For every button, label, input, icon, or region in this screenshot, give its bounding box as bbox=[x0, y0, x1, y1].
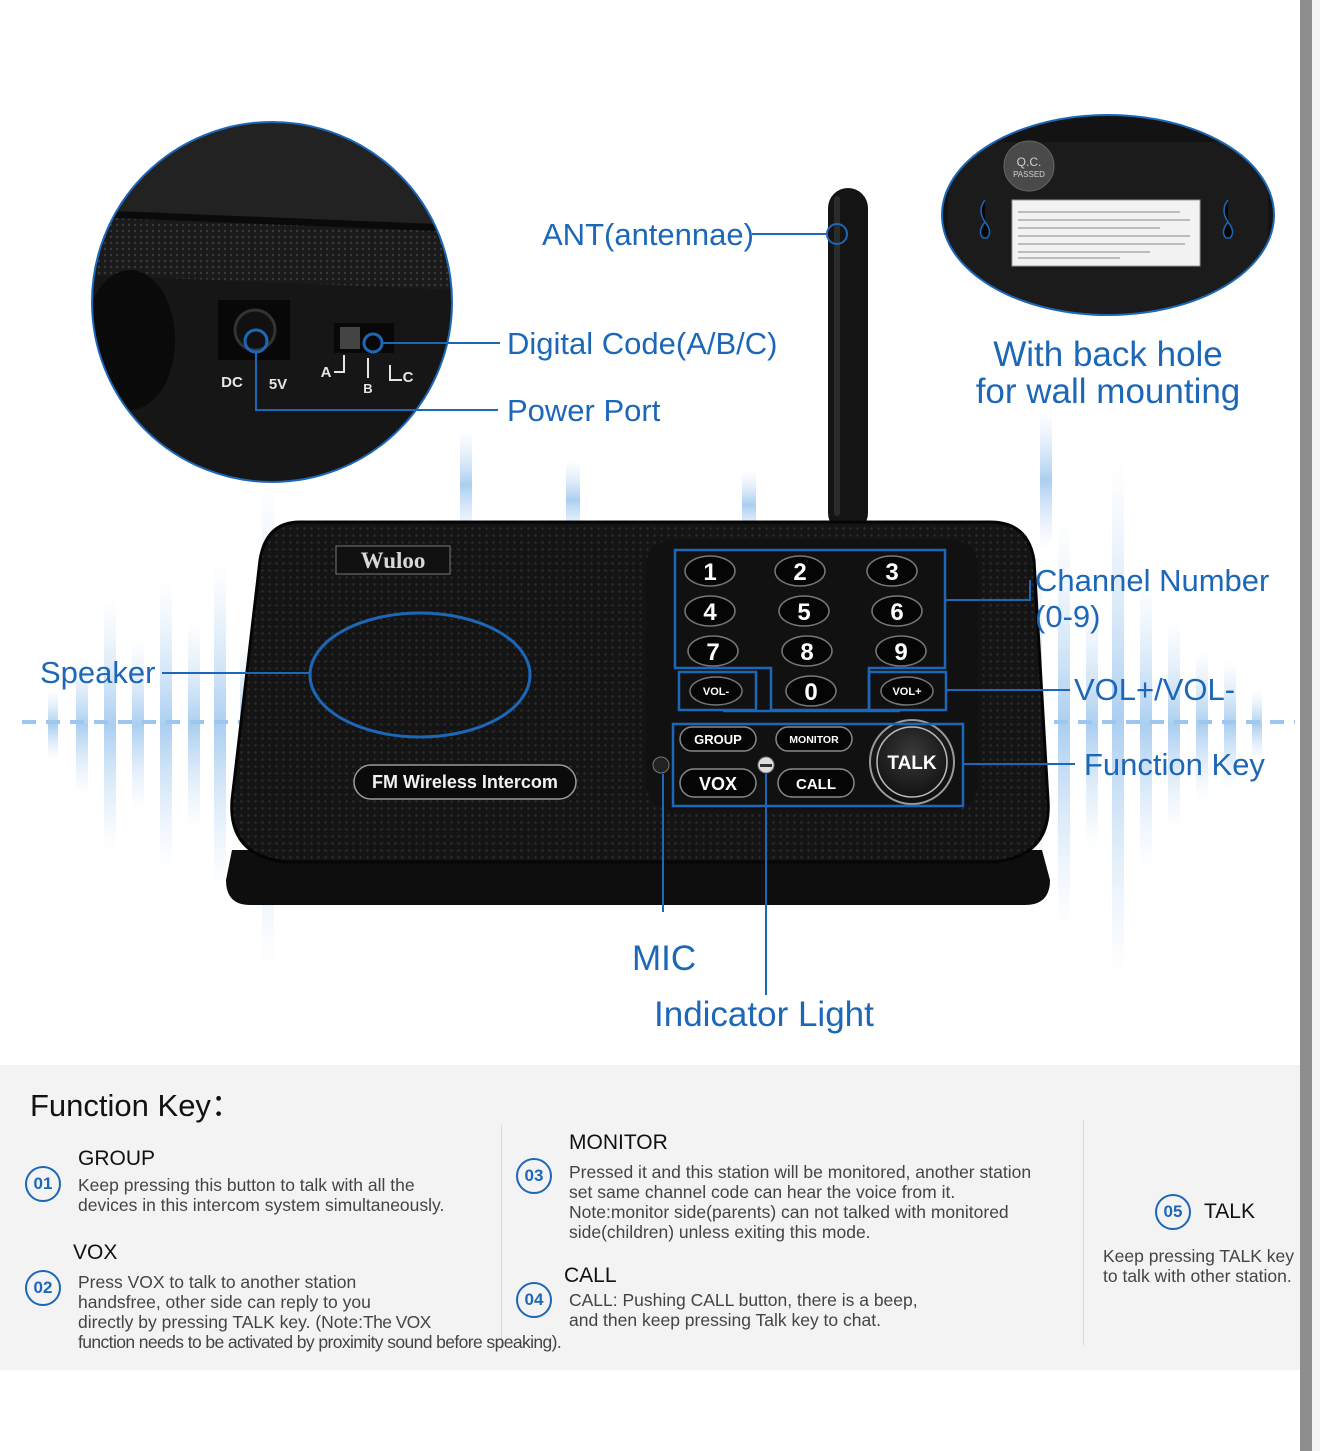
call-button[interactable]: CALL bbox=[777, 768, 855, 798]
vol-callout: VOL+/VOL- bbox=[1074, 672, 1236, 707]
svg-text:B: B bbox=[363, 381, 372, 396]
fm-badge-label: FM Wireless Intercom bbox=[372, 772, 558, 792]
svg-text:DC: DC bbox=[221, 374, 243, 391]
svg-text:4: 4 bbox=[703, 599, 717, 626]
svg-text:2: 2 bbox=[793, 559, 806, 586]
svg-text:7: 7 bbox=[706, 639, 719, 666]
monitor-title: MONITOR bbox=[569, 1131, 668, 1154]
svg-text:5V: 5V bbox=[269, 376, 287, 393]
item-number-badge: 05 bbox=[1155, 1194, 1191, 1230]
mic-hole bbox=[652, 756, 670, 774]
talk-title: TALK bbox=[1204, 1200, 1255, 1223]
port-closeup: DC 5V A B C bbox=[92, 122, 452, 482]
key-5[interactable]: 5 bbox=[778, 595, 830, 627]
svg-text:VOL+: VOL+ bbox=[892, 686, 921, 698]
svg-text:MONITOR: MONITOR bbox=[789, 734, 839, 746]
svg-text:VOL-: VOL- bbox=[703, 686, 730, 698]
group-title: GROUP bbox=[78, 1147, 156, 1170]
vox-title: VOX bbox=[73, 1241, 118, 1264]
group-button[interactable]: GROUP bbox=[679, 726, 757, 752]
talk-description: Keep pressing TALK key to talk with othe… bbox=[1103, 1246, 1294, 1286]
svg-text:CALL: CALL bbox=[796, 776, 836, 793]
mic-callout: MIC bbox=[632, 939, 697, 978]
item-number-badge: 04 bbox=[516, 1282, 552, 1318]
monitor-button[interactable]: MONITOR bbox=[775, 726, 853, 752]
svg-text:5: 5 bbox=[797, 599, 810, 626]
svg-text:PASSED: PASSED bbox=[1013, 170, 1045, 179]
group-description: Keep pressing this button to talk with a… bbox=[78, 1175, 445, 1215]
svg-text:TALK: TALK bbox=[887, 753, 937, 774]
vol-plus-button[interactable]: VOL+ bbox=[880, 676, 934, 706]
svg-text:GROUP: GROUP bbox=[694, 732, 742, 747]
svg-text:C: C bbox=[403, 369, 414, 386]
vox-description: Press VOX to talk to another station han… bbox=[78, 1272, 562, 1352]
key-1[interactable]: 1 bbox=[684, 555, 736, 587]
back-mounting-view: Q.C. PASSED bbox=[942, 115, 1274, 315]
function-key-heading: Function Key： bbox=[30, 1088, 242, 1123]
svg-text:9: 9 bbox=[894, 639, 907, 666]
intercom-body bbox=[226, 520, 1050, 905]
svg-text:6: 6 bbox=[890, 599, 903, 626]
key-0[interactable]: 0 bbox=[785, 675, 837, 707]
function-keys: GROUP MONITOR VOX CALL TALK bbox=[652, 719, 955, 805]
brand-logo: Wuloo bbox=[361, 548, 426, 573]
power-port-callout: Power Port bbox=[507, 393, 661, 428]
call-title: CALL bbox=[564, 1264, 617, 1287]
number-keypad: 1 2 3 4 5 6 7 8 9 0 VOL- VOL+ bbox=[684, 555, 934, 707]
antenna-callout: ANT(antennae) bbox=[542, 217, 754, 252]
channel-range-callout: (0-9) bbox=[1035, 599, 1101, 634]
antenna bbox=[828, 188, 868, 533]
item-number-badge: 01 bbox=[25, 1166, 61, 1202]
key-4[interactable]: 4 bbox=[684, 595, 736, 627]
item-number-badge: 03 bbox=[516, 1158, 552, 1194]
monitor-description: Pressed it and this station will be moni… bbox=[569, 1162, 1032, 1242]
callout-lines bbox=[162, 223, 1075, 995]
speaker-outline bbox=[308, 611, 532, 739]
fm-badge: FM Wireless Intercom bbox=[353, 764, 577, 800]
key-7[interactable]: 7 bbox=[687, 635, 739, 667]
channel-number-callout: Channel Number bbox=[1035, 563, 1270, 598]
key-6[interactable]: 6 bbox=[871, 595, 923, 627]
key-8[interactable]: 8 bbox=[781, 635, 833, 667]
vox-button[interactable]: VOX bbox=[679, 768, 757, 798]
vol-minus-button[interactable]: VOL- bbox=[689, 676, 743, 706]
brand-plate: Wuloo bbox=[335, 545, 451, 575]
svg-text:3: 3 bbox=[885, 559, 898, 586]
svg-text:VOX: VOX bbox=[699, 774, 737, 794]
wall-mounting-callout: With back hole for wall mounting bbox=[975, 335, 1241, 411]
indicator-light-callout: Indicator Light bbox=[654, 995, 874, 1034]
svg-text:8: 8 bbox=[800, 639, 813, 666]
key-9[interactable]: 9 bbox=[875, 635, 927, 667]
item-number-badge: 02 bbox=[25, 1270, 61, 1306]
digital-code-callout: Digital Code(A/B/C) bbox=[507, 326, 778, 361]
svg-text:1: 1 bbox=[703, 559, 716, 586]
talk-button[interactable]: TALK bbox=[869, 719, 955, 805]
key-3[interactable]: 3 bbox=[866, 555, 918, 587]
speaker-callout: Speaker bbox=[40, 655, 156, 690]
function-key-callout: Function Key bbox=[1084, 747, 1265, 782]
key-2[interactable]: 2 bbox=[774, 555, 826, 587]
svg-text:0: 0 bbox=[804, 679, 817, 706]
svg-text:A: A bbox=[321, 364, 332, 381]
call-description: CALL: Pushing CALL button, there is a be… bbox=[569, 1290, 918, 1330]
svg-text:Q.C.: Q.C. bbox=[1017, 155, 1042, 169]
